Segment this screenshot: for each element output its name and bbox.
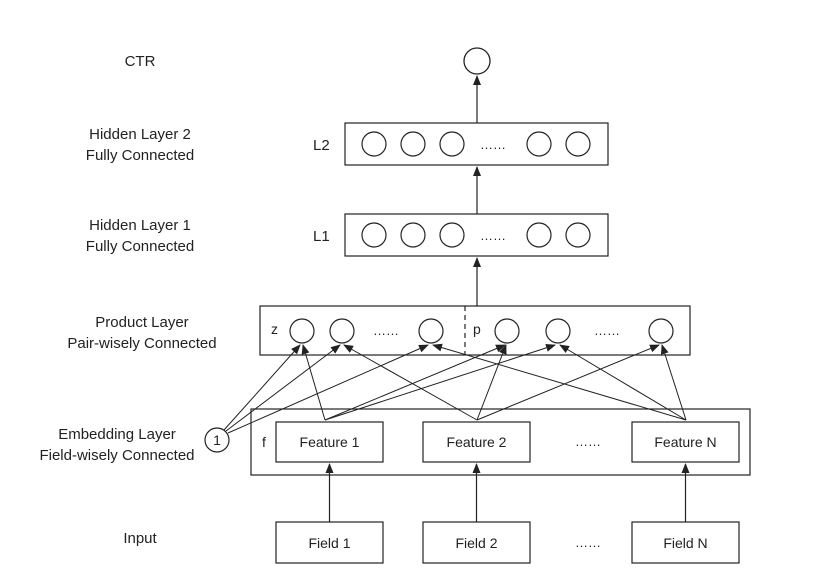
product-layer-title: Product Layer xyxy=(95,314,189,331)
edge-f1-to-z1 xyxy=(301,344,326,421)
product-z-node xyxy=(289,318,315,344)
hidden-layer-2-label: Hidden Layer 2 Fully Connected xyxy=(40,124,240,166)
hidden-layer-1-label: Hidden Layer 1 Fully Connected xyxy=(40,215,240,257)
edge-fn-to-p2 xyxy=(559,344,687,421)
product-p-ellipsis: …… xyxy=(594,323,620,338)
input-label-text: Input xyxy=(123,530,157,547)
product-p-node xyxy=(648,318,674,344)
feature-label-n: Feature N xyxy=(654,434,716,450)
edge-const-to-z2 xyxy=(225,344,341,432)
feature-box-2 xyxy=(422,421,531,463)
embedding-layer-subtitle: Field-wisely Connected xyxy=(39,447,195,464)
edge-const-to-z1 xyxy=(223,344,301,431)
field-label-n: Field N xyxy=(663,535,707,551)
hidden-layer-1-node xyxy=(565,222,591,248)
hidden-layer-1-box xyxy=(344,213,609,257)
embedding-layer-title: Embedding Layer xyxy=(58,426,176,443)
embedding-layer-label: Embedding Layer Field-wisely Connected xyxy=(17,424,217,466)
hidden-layer-1-node xyxy=(439,222,465,248)
hidden-layer-2-ellipsis: …… xyxy=(480,137,506,152)
hidden-layer-1-node xyxy=(400,222,426,248)
hidden-layer-2-node xyxy=(439,131,465,157)
hidden-layer-2-title: Hidden Layer 2 xyxy=(89,126,191,143)
edge-const-to-z3 xyxy=(227,344,429,434)
ctr-layer-label: CTR xyxy=(90,51,190,72)
product-layer-label: Product Layer Pair-wisely Connected xyxy=(42,312,242,354)
hidden-layer-1-ellipsis: …… xyxy=(480,228,506,243)
edge-fn-to-z3 xyxy=(432,343,687,421)
field-box-2 xyxy=(422,521,531,564)
feature-box-1 xyxy=(275,421,384,463)
embedding-layer: f Feature 1 Feature 2 …… Feature N xyxy=(250,408,751,476)
field-box-1 xyxy=(275,521,384,564)
ctr-output-node xyxy=(463,47,491,75)
embedding-f-tag: f xyxy=(262,434,266,450)
feature-label-2: Feature 2 xyxy=(447,434,507,450)
input-ellipsis: …… xyxy=(575,535,601,550)
field-label-2: Field 2 xyxy=(455,535,497,551)
field-box-n xyxy=(631,521,740,564)
hidden-layer-1-node xyxy=(361,222,387,248)
feature-label-1: Feature 1 xyxy=(300,434,360,450)
hidden-layer-1-node xyxy=(526,222,552,248)
edge-f2-to-p1 xyxy=(476,344,507,421)
product-layer-subtitle: Pair-wisely Connected xyxy=(67,335,217,352)
hidden-layer-2-subtitle: Fully Connected xyxy=(85,147,195,164)
edge-f1-to-p2 xyxy=(324,343,556,421)
product-p-node xyxy=(545,318,571,344)
product-z-node xyxy=(329,318,355,344)
hidden-layer-1-subtitle: Fully Connected xyxy=(85,238,195,255)
product-p-tag: p xyxy=(473,321,481,337)
product-z-node xyxy=(418,318,444,344)
hidden-layer-1-title: Hidden Layer 1 xyxy=(89,217,191,234)
hidden-layer-2-tag: L2 xyxy=(313,137,330,154)
input-layer: Field 1 Field 2 …… Field N xyxy=(275,521,740,564)
product-p-node xyxy=(494,318,520,344)
hidden-layer-1: L1 …… xyxy=(313,213,609,257)
constant-one-node xyxy=(204,427,230,453)
ctr-label-text: CTR xyxy=(124,53,156,70)
hidden-layer-2: L2 …… xyxy=(313,122,609,166)
product-layer: z …… p …… xyxy=(259,305,691,356)
hidden-layer-1-tag: L1 xyxy=(313,228,330,245)
hidden-layer-2-node xyxy=(400,131,426,157)
embedding-ellipsis: …… xyxy=(575,434,601,449)
edge-f2-to-p3 xyxy=(476,344,660,421)
edge-fn-to-p3 xyxy=(660,344,687,421)
field-label-1: Field 1 xyxy=(308,535,350,551)
hidden-layer-2-node xyxy=(565,131,591,157)
hidden-layer-2-box xyxy=(344,122,609,166)
hidden-layer-2-node xyxy=(526,131,552,157)
feature-box-n xyxy=(631,421,740,463)
product-z-ellipsis: …… xyxy=(373,323,399,338)
product-z-tag: z xyxy=(271,321,278,337)
input-layer-label: Input xyxy=(90,528,190,549)
constant-one-label: 1 xyxy=(213,432,221,448)
edge-f2-to-z2 xyxy=(343,344,478,421)
hidden-layer-2-node xyxy=(361,131,387,157)
